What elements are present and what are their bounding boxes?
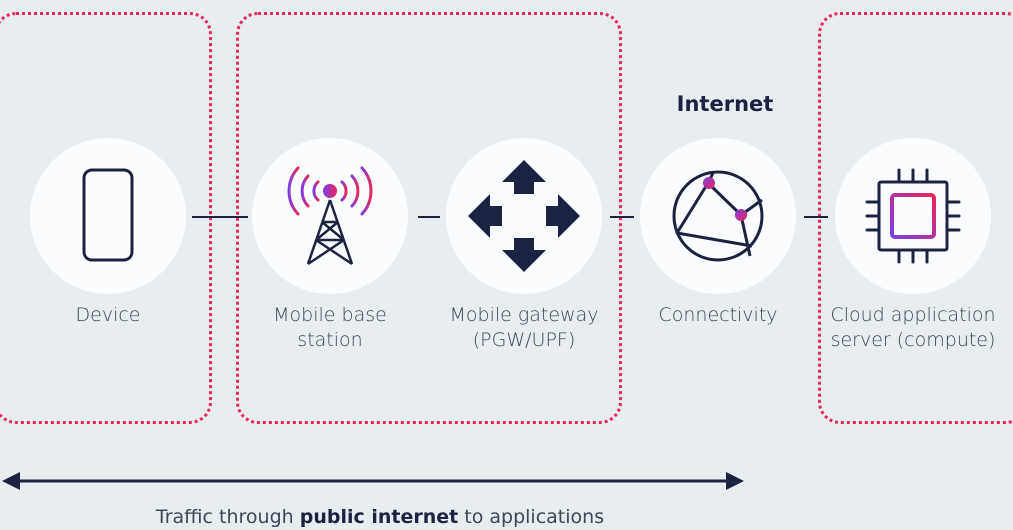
traffic-span-arrow xyxy=(2,472,744,490)
internet-title: Internet xyxy=(676,92,774,116)
gateway-arrows-icon xyxy=(468,160,580,272)
base-station-label: Mobile base station xyxy=(273,304,387,351)
device-label: Device xyxy=(75,304,141,326)
traffic-caption: Traffic through public internet to appli… xyxy=(80,506,680,528)
device-group-box xyxy=(0,12,212,424)
cloud-label: Cloud application server (compute) xyxy=(830,304,996,351)
cell-tower-icon xyxy=(287,166,373,266)
device-node xyxy=(30,138,186,294)
base-station-node xyxy=(252,138,408,294)
connector-device-basestation xyxy=(192,216,248,218)
cpu-chip-icon xyxy=(865,168,961,264)
connectivity-node xyxy=(640,138,796,294)
cloud-node xyxy=(835,138,991,294)
caption-suffix: to applications xyxy=(458,506,605,528)
connectivity-label: Connectivity xyxy=(658,304,778,326)
caption-prefix: Traffic through xyxy=(155,506,300,528)
gateway-label: Mobile gateway (PGW/UPF) xyxy=(449,304,599,351)
network-globe-icon xyxy=(672,170,764,262)
connector-gateway-connectivity xyxy=(610,216,634,218)
smartphone-icon xyxy=(82,168,134,262)
connector-basestation-gateway xyxy=(418,216,440,218)
gateway-node xyxy=(446,138,602,294)
mobile-network-group-box xyxy=(236,12,622,424)
connector-connectivity-cloud xyxy=(804,216,828,218)
caption-bold: public internet xyxy=(299,506,459,528)
cloud-group-box xyxy=(818,12,1013,424)
